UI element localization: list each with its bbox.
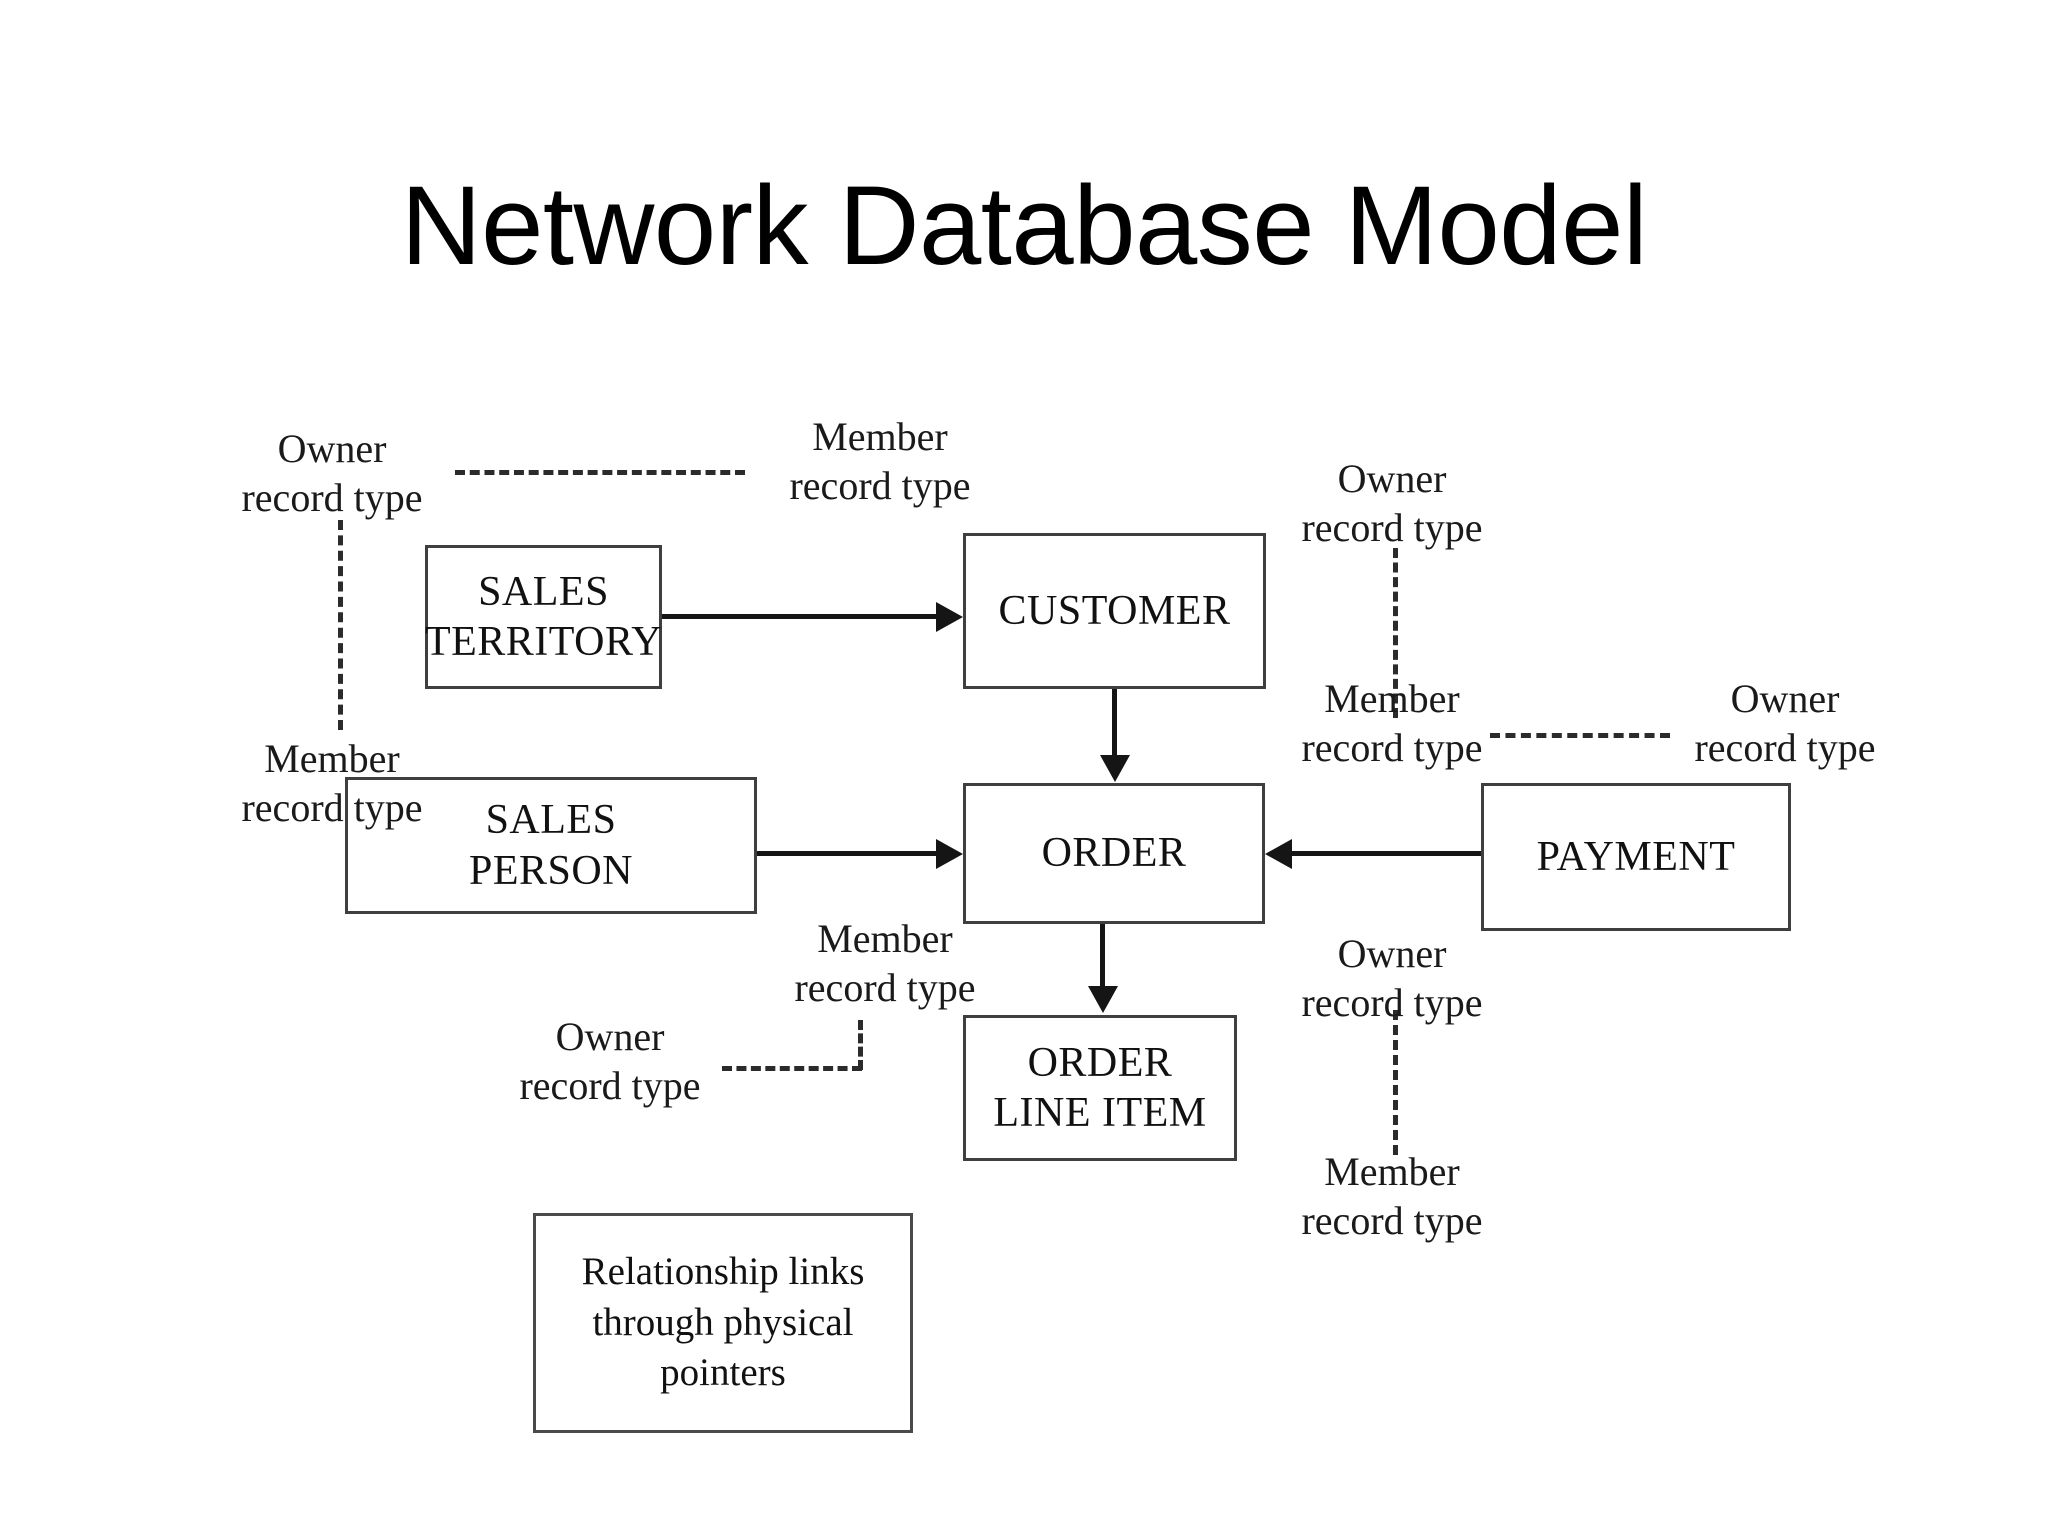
arrowhead-order-top xyxy=(1100,755,1130,782)
entity-label-customer: CUSTOMER xyxy=(998,587,1231,634)
entity-label-sales-person: SALES PERSON xyxy=(468,797,634,894)
entity-label-payment: PAYMENT xyxy=(1536,833,1736,880)
annotation-member-mid-left: Member record type xyxy=(241,736,423,830)
entity-box-sales-territory[interactable]: SALES TERRITORY xyxy=(425,545,662,689)
entity-box-sales-person[interactable]: SALES PERSON xyxy=(345,777,757,914)
entity-box-customer[interactable]: CUSTOMER xyxy=(963,533,1266,689)
legend-box: Relationship links through physical poin… xyxy=(533,1213,913,1433)
page-title: Network Database Model xyxy=(400,163,1648,288)
annotation-owner-lower-left: Owner record type xyxy=(519,1014,701,1108)
annotation-member-lower-center: Member record type xyxy=(794,916,976,1010)
entity-box-payment[interactable]: PAYMENT xyxy=(1481,783,1791,931)
entity-label-order-line-item: ORDER LINE ITEM xyxy=(993,1039,1207,1136)
connector-payment-order xyxy=(1292,851,1482,856)
arrowhead-order-right xyxy=(1265,839,1292,869)
connector-sales-person-order xyxy=(757,851,937,856)
arrowhead-customer-left xyxy=(936,602,963,632)
annotation-owner-top-left: Owner record type xyxy=(241,426,423,520)
arrowhead-order-line-item-top xyxy=(1088,986,1118,1013)
connector-customer-order xyxy=(1112,689,1117,757)
connector-sales-territory-customer xyxy=(660,614,938,619)
entity-box-order-line-item[interactable]: ORDER LINE ITEM xyxy=(963,1015,1237,1161)
leader-line-owner-member-left xyxy=(338,520,343,730)
annotation-owner-far-right: Owner record type xyxy=(1694,676,1876,770)
leader-line-member-top xyxy=(455,470,745,475)
leader-line-owner-far-right xyxy=(1490,733,1670,738)
legend-text: Relationship links through physical poin… xyxy=(581,1249,865,1395)
entity-label-sales-territory: SALES TERRITORY xyxy=(424,568,663,665)
leader-line-member-lower-v xyxy=(858,1020,863,1070)
annotation-member-mid-right: Member record type xyxy=(1301,676,1483,770)
arrowhead-order-left xyxy=(936,839,963,869)
annotation-member-bottom-right: Member record type xyxy=(1301,1149,1483,1243)
annotation-owner-top-right: Owner record type xyxy=(1301,456,1483,550)
leader-line-owner-lower-h xyxy=(722,1066,862,1071)
connector-order-order-line-item xyxy=(1100,924,1105,988)
entity-box-order[interactable]: ORDER xyxy=(963,783,1265,924)
leader-line-owner-right xyxy=(1393,548,1398,718)
annotation-member-top-center: Member record type xyxy=(789,414,971,508)
annotation-owner-lower-right: Owner record type xyxy=(1301,931,1483,1025)
leader-line-owner-bottom-right xyxy=(1393,1010,1398,1155)
entity-label-order: ORDER xyxy=(1041,830,1187,877)
